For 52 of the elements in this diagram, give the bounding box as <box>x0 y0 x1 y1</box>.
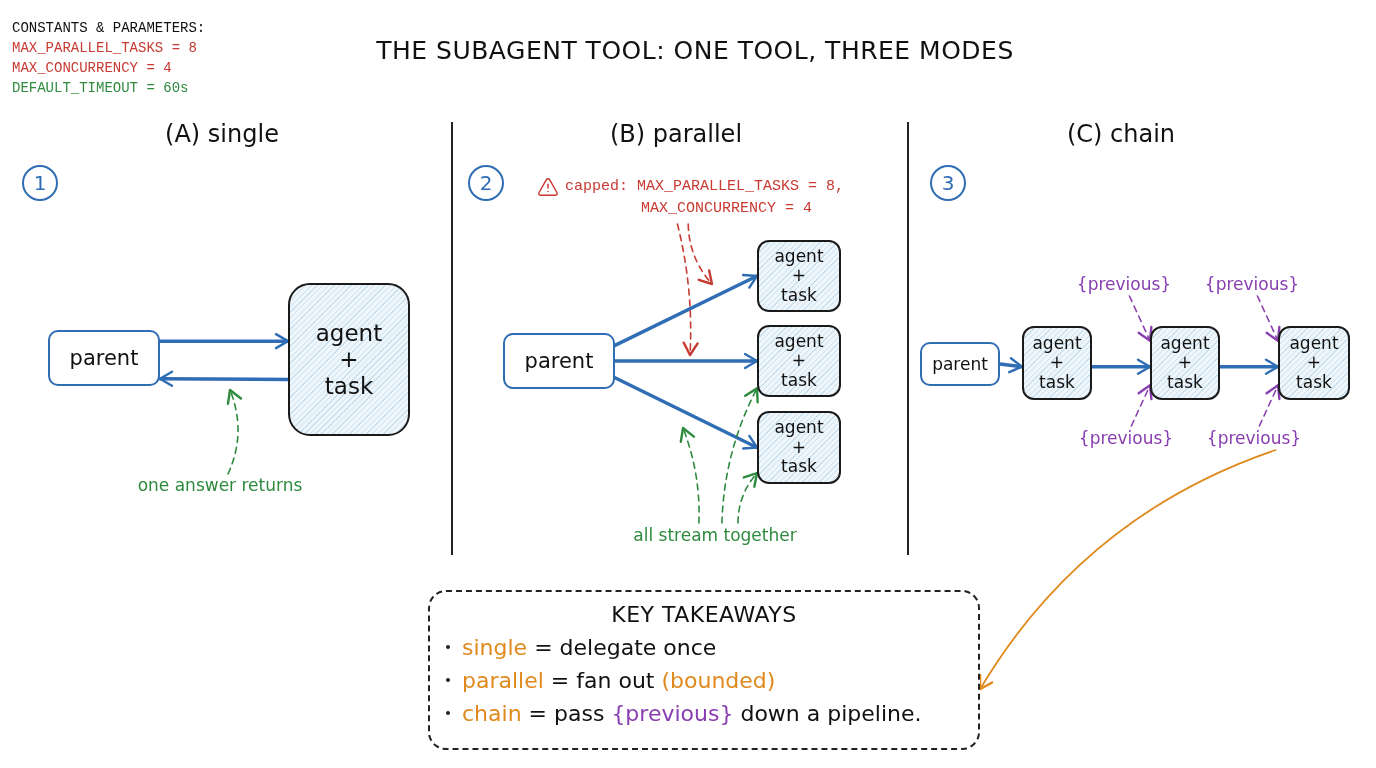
dashed-arrow <box>1128 295 1153 342</box>
dashed-arrow <box>679 426 700 524</box>
annotation-text: {previous} <box>1198 272 1306 296</box>
constant-value: DEFAULT_TIMEOUT = 60s <box>12 80 189 96</box>
dashed-arrow <box>1256 295 1281 342</box>
agent-task-box: agent + task <box>1278 326 1350 400</box>
step-number-circle: 1 <box>22 165 58 201</box>
parent-box: parent <box>920 342 1000 386</box>
panel-heading: KEY TAKEAWAYS <box>611 602 797 627</box>
diagram-title: THE SUBAGENT TOOL: ONE TOOL, THREE MODES <box>375 36 1015 65</box>
agent-task-box: agent + task <box>1150 326 1220 400</box>
takeaways-panel <box>428 590 980 750</box>
dashed-arrow <box>1258 384 1281 427</box>
dashed-arrow <box>687 223 714 286</box>
constant-value: MAX_PARALLEL_TASKS = 8 <box>12 40 197 56</box>
step-number-circle: 2 <box>468 165 504 201</box>
dashed-arrow <box>1130 384 1153 427</box>
dashed-arrow <box>676 223 699 357</box>
arrow <box>998 357 1024 374</box>
agent-task-box: agent + task <box>757 411 841 484</box>
annotation-text: {previous} <box>1070 272 1178 296</box>
arrow <box>1090 358 1152 375</box>
arrow <box>613 352 759 370</box>
arrow <box>613 273 759 348</box>
bullet-item: single = delegate once <box>444 631 717 664</box>
parent-box: parent <box>48 330 160 386</box>
arrow <box>978 449 1277 691</box>
agent-task-box: agent + task <box>288 283 410 436</box>
annotation-text: one answer returns <box>120 474 320 496</box>
step-number-circle: 3 <box>930 165 966 201</box>
mode-heading: (A) single <box>164 120 280 148</box>
constants-heading: CONSTANTS & PARAMETERS: <box>12 20 206 36</box>
bullet-item: parallel = fan out (bounded) <box>444 664 776 697</box>
dashed-arrow <box>737 471 759 524</box>
constant-value: MAX_CONCURRENCY = 4 <box>12 60 172 76</box>
annotation-text: {previous} <box>1200 426 1308 450</box>
arrow <box>1218 358 1280 375</box>
agent-task-box: agent + task <box>1022 326 1092 400</box>
annotation-text: {previous} <box>1072 426 1180 450</box>
arrow <box>158 332 290 350</box>
parent-box: parent <box>503 333 615 389</box>
arrow <box>158 370 290 387</box>
bullet-item: chain = pass {previous} down a pipeline. <box>444 697 922 730</box>
mode-heading: (C) chain <box>1065 120 1177 148</box>
dashed-arrow <box>226 388 242 475</box>
mode-heading: (B) parallel <box>608 120 744 148</box>
annotation-text: all stream together <box>600 523 830 547</box>
dashed-arrow <box>721 387 760 524</box>
agent-task-box: agent + task <box>757 325 841 397</box>
agent-task-box: agent + task <box>757 240 841 312</box>
warning-note: capped: MAX_PARALLEL_TASKS = 8, MAX_CONCURRENCY = 4 <box>565 177 846 219</box>
arrow <box>613 376 759 450</box>
